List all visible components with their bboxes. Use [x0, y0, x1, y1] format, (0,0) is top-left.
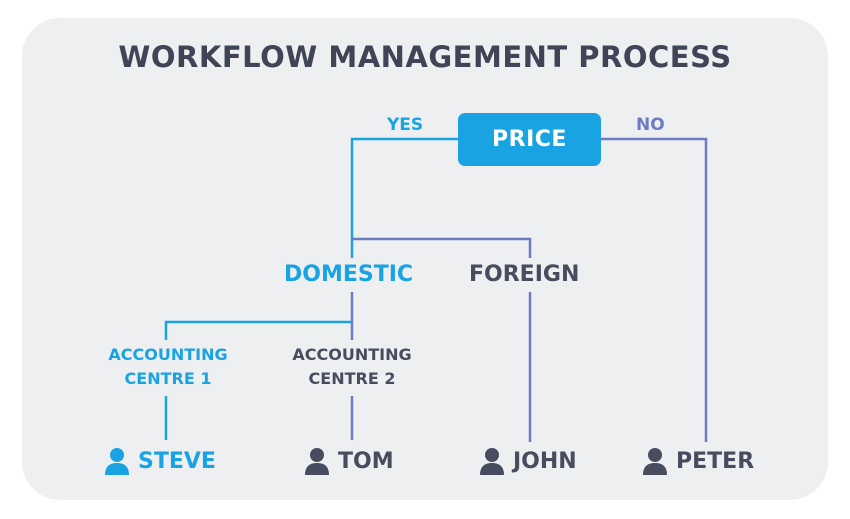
person-name: TOM	[338, 448, 394, 474]
connector-price-to-domestic	[350, 137, 458, 258]
person-tom: TOM	[304, 446, 394, 476]
connector-to-centre-1	[164, 320, 352, 340]
accounting-centre-2-node: ACCOUNTING CENTRE 2	[272, 343, 432, 391]
accounting-centre-1-line-1: ACCOUNTING	[108, 345, 228, 364]
diagram-title: WORKFLOW MANAGEMENT PROCESS	[118, 40, 732, 74]
person-name: JOHN	[513, 448, 577, 474]
accounting-centre-1-node: ACCOUNTING CENTRE 1	[88, 343, 248, 391]
person-icon	[305, 448, 329, 475]
diagram-card	[22, 18, 828, 500]
person-icon	[105, 448, 129, 475]
accounting-centre-1-line-2: CENTRE 1	[124, 369, 212, 388]
person-icon	[480, 448, 504, 475]
person-john: JOHN	[479, 446, 577, 476]
person-name: STEVE	[138, 448, 216, 474]
connector-price-to-peter	[601, 137, 708, 442]
person-peter: PETER	[642, 446, 754, 476]
no-branch-label: NO	[636, 115, 665, 135]
foreign-node: FOREIGN	[469, 262, 580, 287]
price-decision-box: PRICE	[458, 113, 601, 166]
domestic-node: DOMESTIC	[284, 262, 414, 287]
accounting-centre-2-line-2: CENTRE 2	[308, 369, 396, 388]
person-name: PETER	[676, 448, 755, 474]
yes-branch-label: YES	[387, 115, 424, 135]
connector-to-foreign	[352, 237, 532, 258]
accounting-centre-2-line-1: ACCOUNTING	[292, 345, 412, 364]
person-icon	[643, 448, 667, 475]
person-steve: STEVE	[104, 446, 216, 476]
